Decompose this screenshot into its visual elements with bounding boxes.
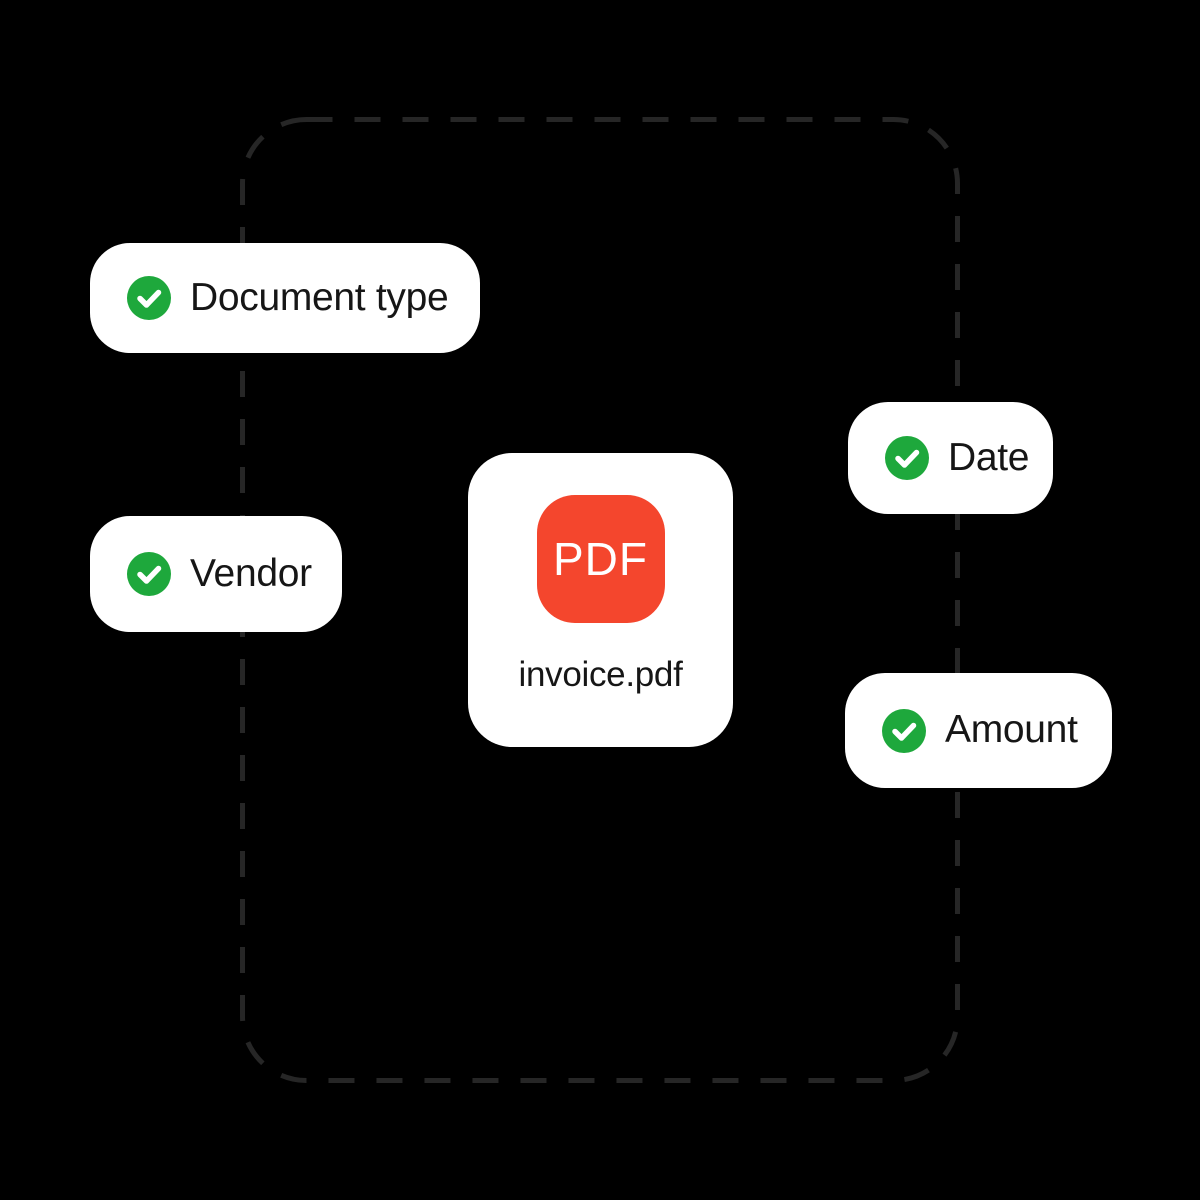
pdf-badge-label: PDF bbox=[553, 533, 648, 585]
field-chip-label: Document type bbox=[190, 275, 449, 319]
check-circle-icon bbox=[127, 276, 171, 320]
file-name: invoice.pdf bbox=[518, 655, 683, 694]
check-circle-icon bbox=[882, 708, 926, 753]
check-circle-icon bbox=[127, 552, 171, 596]
check-circle-icon bbox=[885, 436, 929, 480]
field-chip-label: Vendor bbox=[190, 551, 312, 595]
field-chip-document-type: Document type bbox=[90, 243, 480, 353]
field-chip-amount: Amount bbox=[845, 673, 1112, 788]
field-chip-date: Date bbox=[848, 402, 1053, 514]
field-chip-vendor: Vendor bbox=[90, 516, 342, 632]
field-chip-label: Date bbox=[948, 435, 1030, 479]
field-chip-label: Amount bbox=[945, 708, 1078, 751]
file-card: PDF invoice.pdf bbox=[468, 453, 733, 747]
pdf-file-icon: PDF bbox=[536, 495, 665, 623]
